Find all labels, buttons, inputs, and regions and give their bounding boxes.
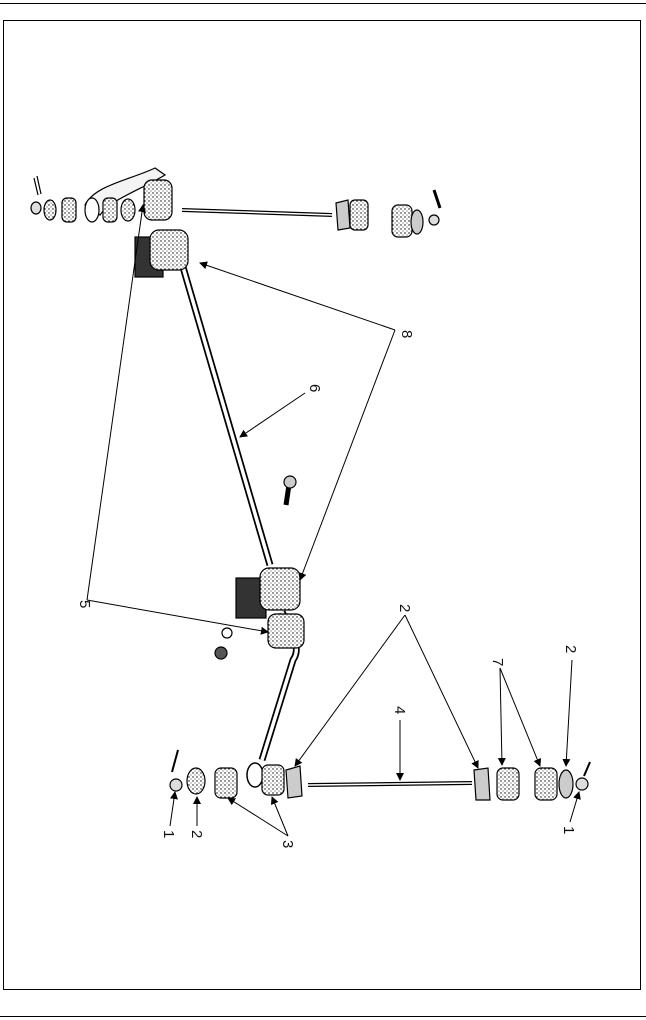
callouts: 8 6 5 2 7 2 4 1 2 3 1 (76, 330, 579, 848)
upper-link-assembly (30, 167, 442, 238)
callout-2-right: 2 (562, 645, 579, 653)
callout-1-right: 1 (560, 826, 577, 834)
split-pin-upper (33, 175, 42, 196)
split-pin-lower-right (583, 761, 591, 777)
nut-upper (30, 201, 42, 215)
lower-link-assembly (169, 749, 591, 801)
top-rule (0, 3, 646, 4)
bolt-upper (432, 189, 442, 209)
split-pin-lower-left (171, 749, 179, 773)
callout-6: 6 (306, 384, 323, 392)
callout-4: 4 (391, 706, 408, 714)
callout-2-left: 2 (188, 830, 205, 838)
callout-2-top: 2 (396, 604, 413, 612)
callout-5: 5 (76, 600, 93, 608)
upper-clamp (134, 229, 189, 278)
leader-lines (86, 204, 581, 837)
callout-7: 7 (489, 658, 506, 666)
figure-frame (3, 20, 641, 990)
callout-8: 8 (398, 330, 415, 338)
bottom-rule (0, 1016, 646, 1017)
clamp-bolt (214, 475, 297, 660)
callout-3: 3 (279, 840, 296, 848)
anti-roll-bar (174, 249, 300, 788)
callout-1-left: 1 (160, 830, 177, 838)
lower-clamp (235, 567, 305, 649)
